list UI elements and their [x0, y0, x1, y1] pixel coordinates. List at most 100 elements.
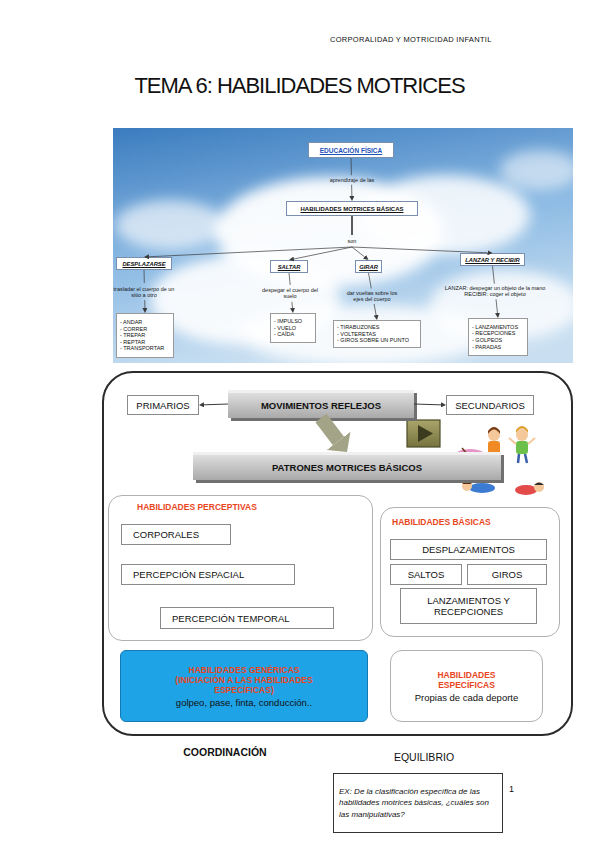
artwork-shape: [516, 441, 528, 454]
box-text: PERCEPCIÓN TEMPORAL: [172, 613, 290, 624]
connector: [352, 216, 365, 257]
box-text: LANZAR Y RECIBIR: [465, 257, 520, 263]
box-text: - REPTAR: [120, 339, 145, 346]
axis-label: EQUILIBRIO: [394, 751, 454, 763]
concept-box: EDUCACIÓN FÍSICA: [308, 142, 394, 158]
bevel-box: MOVIMIENTOS REFLEJOS: [228, 390, 414, 418]
box-text: - TREPAR: [120, 332, 145, 339]
axis-label: COORDINACIÓN: [183, 746, 266, 758]
box-heading: (INICIACIÓN A LAS HABILIDADES ESPECÍFICA…: [152, 675, 337, 695]
process-box: SALTOS: [390, 564, 462, 585]
link-phrase: LANZAR: despegar un objeto de la mano RE…: [435, 285, 555, 298]
artwork-shape: [534, 482, 544, 492]
box-text: SECUNDARIOS: [455, 400, 525, 411]
connector: [204, 404, 228, 406]
artwork-shape: [469, 483, 495, 493]
note-box: EX: De la clasificación específica de la…: [333, 773, 503, 833]
box-text: SALTOS: [408, 569, 445, 580]
box-text: DESPLAZAMIENTOS: [422, 544, 515, 555]
artwork-shape: [516, 426, 528, 433]
link-phrase: despegar el cuerpo del suelo: [258, 287, 322, 300]
bevel-band: PATRONES MOTRICES BÁSICOS: [193, 452, 501, 480]
box-text: EX: De la clasificación específica de la…: [339, 786, 497, 821]
connector: [352, 216, 488, 253]
box-text: - IMPULSO: [274, 318, 302, 325]
process-box: CORPORALES: [121, 524, 231, 545]
connector: [414, 404, 441, 406]
connector: [351, 158, 353, 196]
artwork-shape: [462, 482, 472, 485]
list-box: - TIRABUZONES- VOLTERETAS- GIROS SOBRE U…: [333, 320, 421, 348]
box-text: GIROS: [492, 569, 523, 580]
artwork-shape: [516, 429, 528, 441]
link-phrase: aprendizaje de las: [312, 177, 392, 183]
group-box: HABILIDADES PERCEPTIVAS CORPORALES PERCEPC…: [108, 495, 373, 641]
list-box: - IMPULSO- VUELO- CAÍDA: [270, 313, 316, 343]
concept-box: DESPLAZARSE: [116, 257, 172, 270]
process-box: DESPLAZAMIENTOS: [390, 539, 547, 560]
box-text: golpeo, pase, finta, conducción..: [176, 697, 312, 708]
group-box: HABILIDADES BÁSICAS DESPLAZAMIENTOS SALTOS…: [380, 507, 560, 637]
box-text: Propias de cada deporte: [415, 692, 519, 703]
box-text: - PARADAS: [472, 344, 501, 351]
artwork-shape: [509, 438, 516, 444]
box-text: - VUELO: [274, 325, 296, 332]
box-text: HABILIDADES MOTRICES BÁSICAS: [300, 206, 403, 212]
box-text: - ANDAR: [120, 319, 142, 326]
concept-box: HABILIDADES MOTRICES BÁSICAS: [286, 201, 418, 216]
box-text: DESPLAZARSE: [122, 261, 165, 267]
list-box: - ANDAR- CORRER- TREPAR- REPTAR- TRANSPO…: [116, 313, 174, 358]
artwork-shape: [528, 438, 535, 444]
box-heading: HABILIDADES BÁSICAS: [392, 517, 491, 527]
box-text: PERCEPCIÓN ESPACIAL: [133, 569, 244, 580]
link-phrase: trasladar el cuerpo de un sitio a otro: [112, 285, 176, 298]
box-text: PRIMARIOS: [136, 400, 189, 411]
box-text: - RECEPCIONES: [472, 330, 515, 337]
box-text: - LANZAMIENTOS: [472, 324, 518, 331]
artwork-shape: [518, 454, 519, 463]
play-button: [407, 420, 440, 447]
box-text: - CORRER: [120, 326, 147, 333]
list-box: - LANZAMIENTOS- RECEPCIONES- GOLPEOS- PA…: [468, 318, 528, 356]
link-phrase: son: [342, 238, 362, 244]
artwork-shape: [115, 150, 573, 363]
artwork-shape: [515, 485, 537, 495]
rounded-box: HABILIDADES ESPECÍFICAS Propias de cada d…: [390, 650, 543, 722]
artwork-shape: [500, 150, 573, 190]
connector: [289, 273, 293, 308]
artwork-shape: [488, 427, 500, 434]
box-text: - GOLPEOS: [472, 337, 502, 344]
box-text: - VOLTERETAS: [337, 331, 376, 338]
box-text: GIRAR: [359, 264, 378, 270]
connector: [144, 270, 146, 308]
process-box: SECUNDARIOS: [446, 395, 534, 415]
box-text: CORPORALES: [133, 529, 199, 540]
process-box: GIROS: [467, 564, 547, 585]
concept-box: SALTAR: [270, 260, 308, 273]
process-box: LANZAMIENTOS Y RECEPCIONES: [400, 588, 537, 624]
box-heading: HABILIDADES ESPECÍFICAS: [417, 670, 517, 690]
box-text: - TRANSPORTAR: [120, 345, 164, 352]
concept-box: GIRAR: [355, 260, 382, 273]
running-header: CORPORALIDAD Y MOTRICIDAD INFANTIL: [330, 35, 492, 44]
frame-border: [103, 372, 572, 735]
artwork-shape: [240, 305, 490, 363]
clouds: [115, 150, 573, 363]
artwork-shape: [462, 481, 472, 491]
connector: [149, 216, 352, 257]
artwork-shape: [525, 454, 527, 463]
process-box: PERCEPCIÓN ESPACIAL: [121, 564, 295, 585]
process-box: PRIMARIOS: [127, 395, 199, 415]
artwork-shape: [418, 425, 433, 442]
box-text: - GIROS SOBRE UN PUNTO: [337, 337, 409, 344]
box-heading: HABILIDADES GENÉRICAS: [189, 665, 300, 675]
box-text: - TIRABUZONES: [337, 324, 379, 331]
box-text: LANZAMIENTOS Y RECEPCIONES: [401, 595, 536, 617]
connector: [369, 273, 377, 315]
page-number: 1: [509, 784, 514, 794]
box-heading: HABILIDADES PERCEPTIVAS: [137, 502, 257, 512]
box-text: SALTAR: [278, 264, 301, 270]
box-text: EDUCACIÓN FÍSICA: [320, 147, 382, 154]
artwork-shape: [407, 420, 440, 447]
